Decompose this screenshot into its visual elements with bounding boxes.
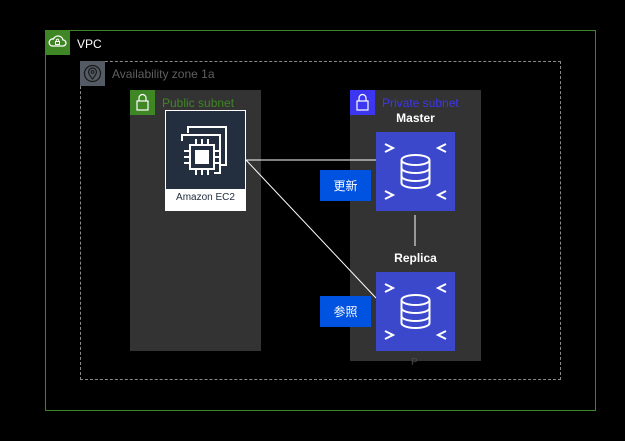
replica-label: Replica <box>394 251 437 265</box>
rds-replica-database[interactable] <box>376 272 455 351</box>
public-subnet-label: Public subnet <box>162 96 235 110</box>
vpc-label: VPC <box>77 37 102 51</box>
ec2-chip-icon <box>166 111 245 189</box>
rds-database-icon <box>384 283 447 340</box>
private-subnet-label: Private subnet <box>382 96 459 110</box>
ec2-to-replica-line <box>245 159 377 299</box>
vpc-container <box>45 30 596 411</box>
lock-icon <box>350 90 375 115</box>
location-pin-icon <box>80 61 105 86</box>
update-action-label[interactable]: 更新 <box>320 170 371 201</box>
stray-text: P <box>411 357 418 368</box>
lock-icon <box>130 90 155 115</box>
availability-zone-label: Availability zone 1a <box>112 67 215 81</box>
rds-database-icon <box>384 143 447 200</box>
reference-action-label[interactable]: 参照 <box>320 296 371 327</box>
availability-zone-container <box>80 61 561 380</box>
master-label: Master <box>396 111 435 125</box>
rds-master-database[interactable] <box>376 132 455 211</box>
cloud-lock-icon <box>45 30 70 55</box>
ec2-label: Amazon EC2 <box>176 192 235 203</box>
